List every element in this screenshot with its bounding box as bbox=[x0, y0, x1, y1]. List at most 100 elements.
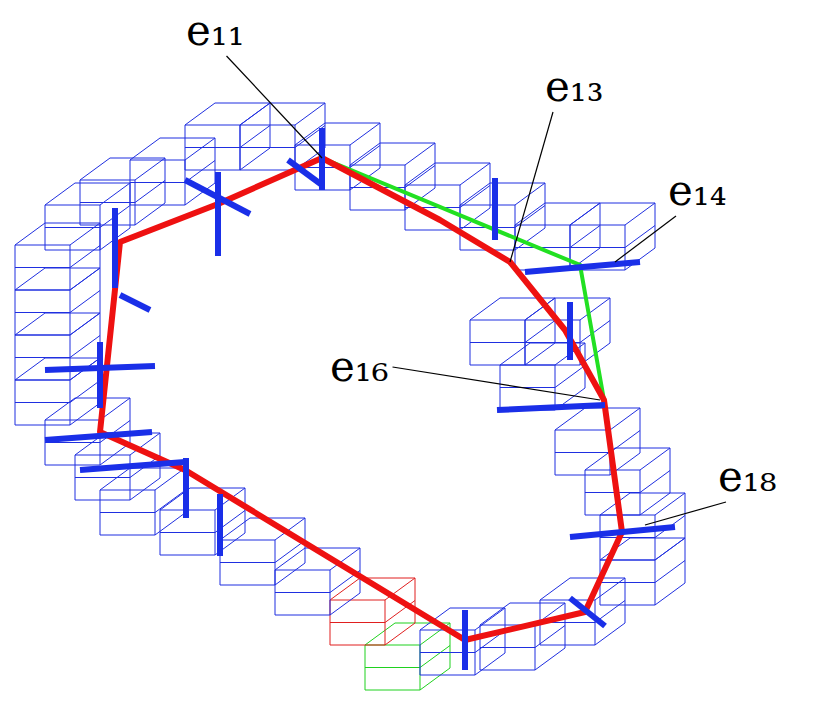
voxel-edge bbox=[330, 593, 360, 615]
voxel-edge bbox=[350, 123, 380, 145]
voxel-edge bbox=[365, 690, 420, 691]
blue-cross-bar bbox=[80, 462, 185, 470]
voxel-edge bbox=[80, 158, 110, 180]
voxel-edge bbox=[270, 103, 325, 104]
voxel-edge bbox=[555, 298, 610, 299]
voxel-edge bbox=[460, 163, 490, 185]
voxel-edge bbox=[100, 468, 130, 490]
voxel-edge bbox=[80, 225, 135, 226]
voxel-edge bbox=[135, 181, 165, 203]
voxel-edge bbox=[640, 493, 670, 515]
voxel-edge bbox=[130, 182, 185, 183]
voxel-edge bbox=[275, 541, 305, 563]
blue-cross-bar bbox=[288, 160, 322, 185]
blue-cross-bar bbox=[185, 180, 250, 214]
voxel-edge bbox=[80, 180, 135, 181]
voxel-edge bbox=[185, 138, 215, 160]
voxel-edge bbox=[525, 343, 555, 365]
voxel-edge bbox=[275, 570, 330, 571]
voxel-edge bbox=[70, 246, 100, 268]
blue-cross-bar bbox=[97, 342, 103, 408]
leader-line bbox=[227, 56, 322, 158]
voxel-edge bbox=[70, 268, 100, 290]
voxel-edge bbox=[480, 670, 535, 671]
voxel-edge bbox=[350, 210, 405, 211]
voxel-edge bbox=[500, 298, 555, 299]
voxel-edge bbox=[350, 143, 380, 165]
voxel-edge bbox=[15, 267, 70, 268]
voxel-edge bbox=[75, 455, 130, 456]
voxel-edge bbox=[480, 647, 535, 648]
voxel-edge bbox=[45, 250, 100, 251]
voxel-edge bbox=[45, 227, 100, 228]
voxel-edge bbox=[600, 203, 655, 204]
voxel-edge bbox=[70, 381, 100, 403]
voxel-edge bbox=[160, 138, 215, 139]
voxel-edge bbox=[155, 513, 185, 535]
voxel-edge bbox=[350, 146, 380, 168]
blue-cross-bar bbox=[570, 527, 675, 537]
voxel-edge bbox=[470, 298, 500, 320]
voxel-edge bbox=[75, 183, 130, 184]
blue-cross-bar bbox=[462, 610, 468, 670]
voxel-edge bbox=[185, 170, 240, 171]
voxel-edge bbox=[655, 538, 685, 560]
voxel-edge bbox=[100, 490, 155, 491]
voxel-edge bbox=[70, 313, 100, 335]
voxel-edge bbox=[555, 430, 610, 431]
voxel-edge bbox=[185, 147, 240, 148]
voxel-edge bbox=[625, 226, 655, 248]
voxel-edge bbox=[500, 365, 555, 366]
voxel-edge bbox=[470, 342, 525, 343]
voxel-edge bbox=[350, 165, 405, 166]
blue-cross-bar bbox=[567, 302, 573, 360]
voxel-edge bbox=[570, 225, 625, 226]
voxel-edge bbox=[15, 425, 70, 426]
voxel-edge bbox=[600, 582, 655, 583]
voxel-edge bbox=[295, 103, 325, 125]
voxel-edge bbox=[420, 675, 475, 676]
voxel-edge bbox=[460, 183, 490, 205]
voxel-edge bbox=[500, 343, 530, 365]
voxel-edge bbox=[70, 403, 100, 425]
voxel-edge bbox=[405, 143, 435, 165]
voxel-edge bbox=[45, 420, 100, 421]
leader-line bbox=[393, 367, 600, 400]
voxel-edge bbox=[555, 475, 610, 476]
voxel-edge bbox=[240, 103, 270, 125]
blue-cross-bar bbox=[217, 494, 223, 556]
green-path bbox=[322, 158, 604, 400]
edge-label: e₁₃ bbox=[545, 66, 604, 108]
voxel-edge bbox=[15, 313, 45, 335]
voxel-edge bbox=[75, 477, 130, 478]
edge-label: e₁₁ bbox=[186, 10, 245, 52]
voxel-edge bbox=[535, 648, 565, 670]
voxel-edge bbox=[45, 183, 75, 205]
voxel-edge bbox=[600, 515, 655, 516]
voxel-edge bbox=[420, 646, 450, 668]
voxel-edge bbox=[460, 205, 515, 206]
voxel-edge bbox=[540, 645, 595, 646]
voxel-edge bbox=[70, 268, 100, 290]
leader-line bbox=[615, 216, 676, 262]
voxel-edge bbox=[15, 358, 45, 380]
voxel-edge bbox=[655, 538, 685, 560]
voxel-edge bbox=[15, 357, 70, 358]
voxel-edge bbox=[15, 223, 45, 245]
voxel-edge bbox=[80, 202, 135, 203]
blue-cross-bar bbox=[492, 178, 498, 240]
leader-line bbox=[645, 502, 726, 525]
voxel-edge bbox=[655, 493, 685, 515]
voxel-edge bbox=[70, 223, 100, 245]
voxel-edge bbox=[405, 163, 435, 185]
voxel-edge bbox=[610, 431, 640, 453]
voxel-edge bbox=[535, 626, 565, 648]
voxel-edge bbox=[570, 203, 600, 225]
voxel-edge bbox=[625, 203, 655, 225]
blue-cross-bar bbox=[45, 432, 152, 440]
voxel-edge bbox=[475, 653, 505, 675]
voxel-edge bbox=[330, 600, 385, 601]
voxel-edge bbox=[240, 148, 270, 170]
voxel-cubes bbox=[15, 103, 685, 690]
